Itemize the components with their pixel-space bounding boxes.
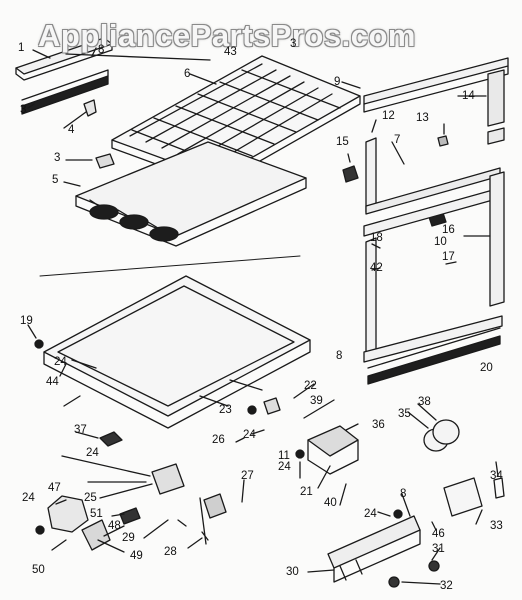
part-number-label: 8 [336, 350, 343, 362]
part-number-label: 40 [324, 497, 337, 509]
part-number-label: 3 [290, 38, 297, 50]
part-number-label: 35 [398, 408, 411, 420]
part-number-label: 4 [68, 124, 75, 136]
part-number-label: 28 [164, 546, 177, 558]
watermark: AppliancePartsPros.com [38, 18, 416, 53]
part-number-label: 19 [20, 315, 33, 327]
part-number-label: 3 [20, 104, 27, 116]
part-number-label: 8 [400, 488, 407, 500]
part-number-label: 38 [418, 396, 431, 408]
part-number-label: 24 [54, 356, 67, 368]
part-number-label: 24 [278, 461, 291, 473]
part-number-label: 30 [286, 566, 299, 578]
part-number-label: 7 [394, 134, 401, 146]
part-number-label: 36 [372, 419, 385, 431]
part-number-label: 24 [243, 429, 256, 441]
part-number-label: 34 [490, 470, 503, 482]
part-number-label: 23 [219, 404, 232, 416]
part-number-label: 49 [130, 550, 143, 562]
part-number-label: 29 [122, 532, 135, 544]
part-number-label: 24 [86, 447, 99, 459]
part-number-label: 21 [300, 486, 313, 498]
part-number-label: 12 [382, 110, 395, 122]
part-number-label: 11 [278, 450, 290, 462]
part-number-label: 42 [370, 262, 383, 274]
part-number-label: 37 [74, 424, 87, 436]
part-number-label: 14 [462, 90, 475, 102]
part-number-label: 20 [480, 362, 493, 374]
part-number-label: 46 [432, 528, 445, 540]
part-number-label: 51 [90, 508, 103, 520]
part-number-label: 48 [108, 520, 121, 532]
part-number-label: 33 [490, 520, 503, 532]
part-number-label: 43 [224, 46, 237, 58]
part-number-label: 1 [18, 42, 25, 54]
part-number-label: 3 [54, 152, 61, 164]
part-number-label: 26 [212, 434, 225, 446]
part-number-label: 24 [364, 508, 377, 520]
part-number-label: 25 [84, 492, 97, 504]
part-number-label: 17 [442, 251, 455, 263]
part-number-label: 18 [370, 232, 383, 244]
part-number-label: 31 [432, 543, 445, 555]
part-number-label: 15 [336, 136, 349, 148]
part-number-label: 47 [48, 482, 61, 494]
part-number-label: 8 [98, 44, 105, 56]
part-number-label: 22 [304, 380, 317, 392]
part-number-label: 24 [22, 492, 35, 504]
part-number-label: 13 [416, 112, 429, 124]
part-number-label: 50 [32, 564, 45, 576]
part-number-label: 16 [442, 224, 455, 236]
part-number-label: 6 [184, 68, 191, 80]
part-number-label: 10 [434, 236, 447, 248]
part-number-label: 27 [241, 470, 254, 482]
part-number-label: 5 [52, 174, 59, 186]
part-number-label: 44 [46, 376, 59, 388]
part-number-label: 32 [440, 580, 453, 592]
part-number-label: 39 [310, 395, 323, 407]
part-number-label: 9 [334, 76, 341, 88]
